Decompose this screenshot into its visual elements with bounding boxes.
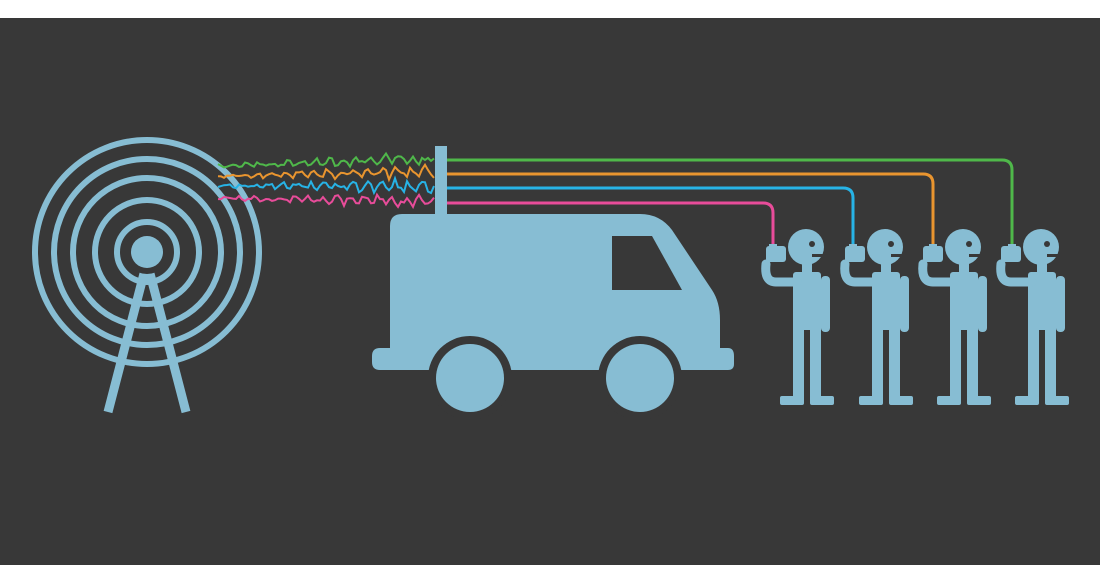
signal-squiggle-green	[217, 151, 435, 169]
van-antenna-mast	[435, 146, 447, 226]
wire-pink	[447, 201, 775, 248]
person-left-foot	[937, 396, 961, 405]
person-with-phone-icon	[761, 229, 834, 405]
person-left-foot	[1015, 396, 1039, 405]
person-torso	[793, 272, 821, 330]
van-wheel-rear	[436, 344, 504, 412]
person-torso	[1028, 272, 1056, 330]
person-raised-arm	[918, 259, 959, 287]
person-neck	[802, 262, 812, 276]
van-wheel-front	[606, 344, 674, 412]
person-left-leg	[793, 326, 804, 402]
tower-head	[131, 236, 163, 268]
van-window	[612, 236, 682, 290]
person-with-phone-icon	[918, 229, 991, 405]
tower-ring-5	[32, 137, 262, 367]
person-free-arm	[900, 276, 909, 332]
person-eye	[888, 241, 894, 247]
signal-squiggle-pink	[218, 192, 435, 210]
person-head	[945, 229, 981, 265]
tower-ring-2	[92, 197, 202, 307]
person-left-foot	[780, 396, 804, 405]
wire-orange	[447, 172, 935, 248]
person-raised-arm	[996, 259, 1037, 287]
person-free-arm	[978, 276, 987, 332]
earpiece-plug	[849, 244, 857, 250]
person-eye	[809, 241, 815, 247]
earpiece-plug	[1008, 244, 1016, 250]
person-mouth	[1047, 254, 1059, 257]
person-raised-arm	[761, 259, 802, 287]
person-with-phone-icon	[840, 229, 913, 405]
person-with-phone-icon	[996, 229, 1069, 405]
person-raised-arm	[840, 259, 881, 287]
person-right-leg	[1045, 326, 1056, 402]
person-eye	[1044, 241, 1050, 247]
person-left-leg	[872, 326, 883, 402]
person-neck	[959, 262, 969, 276]
surveillance-van-icon	[372, 146, 734, 420]
earpiece-plug	[769, 244, 777, 250]
listeners	[761, 229, 1069, 405]
signal-squiggle-blue	[217, 175, 435, 196]
person-head	[788, 229, 824, 265]
person-right-foot	[967, 396, 991, 405]
signal-wires	[447, 158, 1014, 248]
person-neck	[881, 262, 891, 276]
tower-ring-1	[114, 219, 180, 285]
person-free-arm	[821, 276, 830, 332]
tower-ring-4	[51, 156, 243, 348]
person-earpiece	[923, 246, 943, 262]
person-free-arm	[1056, 276, 1065, 332]
person-mouth	[969, 254, 981, 257]
person-torso	[950, 272, 978, 330]
wire-blue	[447, 186, 855, 248]
person-mouth	[812, 254, 824, 257]
intercepted-signals	[217, 151, 435, 210]
person-mouth	[891, 254, 903, 257]
tower-ring-3	[70, 175, 224, 329]
person-left-leg	[950, 326, 961, 402]
person-right-leg	[889, 326, 900, 402]
person-right-foot	[810, 396, 834, 405]
person-head	[1023, 229, 1059, 265]
person-torso	[872, 272, 900, 330]
person-right-leg	[967, 326, 978, 402]
person-eye	[966, 241, 972, 247]
person-head	[867, 229, 903, 265]
person-right-foot	[889, 396, 913, 405]
person-left-foot	[859, 396, 883, 405]
earpiece-plug	[929, 244, 937, 250]
person-left-leg	[1028, 326, 1039, 402]
person-neck	[1037, 262, 1047, 276]
person-right-leg	[810, 326, 821, 402]
person-right-foot	[1045, 396, 1069, 405]
signal-squiggle-orange	[217, 162, 435, 183]
wire-green	[447, 158, 1014, 248]
